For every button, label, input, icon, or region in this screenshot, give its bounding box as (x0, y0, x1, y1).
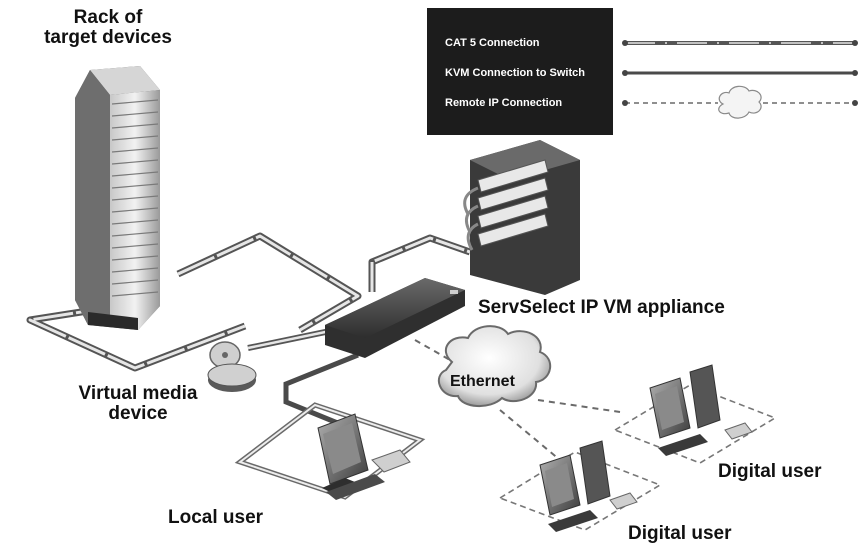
legend: CAT 5 Connection KVM Connection to Switc… (427, 8, 866, 135)
local-user-workstation (234, 402, 426, 500)
digital-user-right (613, 364, 777, 464)
rack-label: Rack of target devices (28, 8, 188, 48)
digital-user-bottom-label: Digital user (628, 523, 732, 544)
legend-label-kvm: KVM Connection to Switch (445, 67, 585, 79)
legend-swatch-panel (613, 8, 866, 135)
rack-label-line2: target devices (44, 26, 172, 48)
legend-label-cat5: CAT 5 Connection (445, 37, 540, 49)
virtual-media-label: Virtual media device (48, 384, 228, 424)
remote-ip-cables (414, 339, 621, 461)
kvm-cables (283, 352, 359, 427)
legend-cloud-icon (718, 85, 762, 119)
legend-swatch-kvm (622, 70, 858, 76)
legend-labels-panel: CAT 5 Connection KVM Connection to Switc… (427, 8, 613, 135)
rack-shelves (111, 99, 159, 297)
virtual-media-label-line1: Virtual media (78, 383, 198, 404)
rack-label-line1: Rack of (73, 7, 143, 28)
rack-of-target-devices (75, 66, 160, 330)
servselect-appliance (325, 278, 465, 358)
virtual-media-device (207, 341, 257, 392)
digital-user-right-label: Digital user (718, 461, 822, 482)
ethernet-label: Ethernet (450, 373, 515, 390)
legend-swatch-remote-ip (622, 85, 858, 119)
digital-user-bottom (498, 440, 662, 532)
legend-swatch-cat5 (622, 40, 858, 46)
virtual-media-label-line2: device (108, 402, 168, 424)
appliance-label: ServSelect IP VM appliance (478, 297, 725, 318)
legend-label-remote-ip: Remote IP Connection (445, 97, 563, 109)
ethernet-cloud (437, 325, 551, 407)
server-stack (463, 140, 580, 295)
local-user-label: Local user (168, 507, 264, 528)
kvm-cable-local-user (283, 352, 359, 427)
